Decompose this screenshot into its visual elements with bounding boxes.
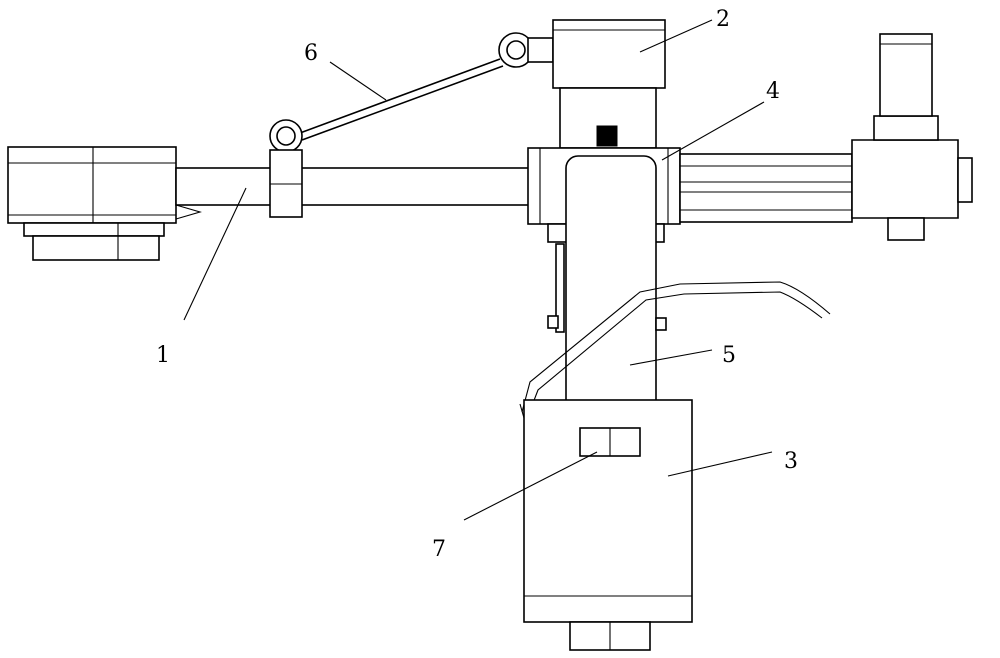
cylinder-part-5: [547, 155, 667, 417]
leader-lines: [183, 19, 773, 521]
right-extension: [679, 33, 973, 241]
label-part-1: 1: [156, 343, 170, 368]
label-part-4: 4: [766, 79, 780, 104]
label-part-7: 7: [432, 537, 446, 562]
arm-part-1: [7, 146, 531, 261]
label-part-5: 5: [722, 343, 736, 368]
label-part-2: 2: [716, 7, 730, 32]
upper-block-part-2: [552, 19, 666, 149]
nut-part-7: [579, 427, 641, 457]
label-part-6: 6: [304, 41, 318, 66]
link-rod-part-6: [269, 32, 554, 218]
label-part-3: 3: [784, 449, 798, 474]
